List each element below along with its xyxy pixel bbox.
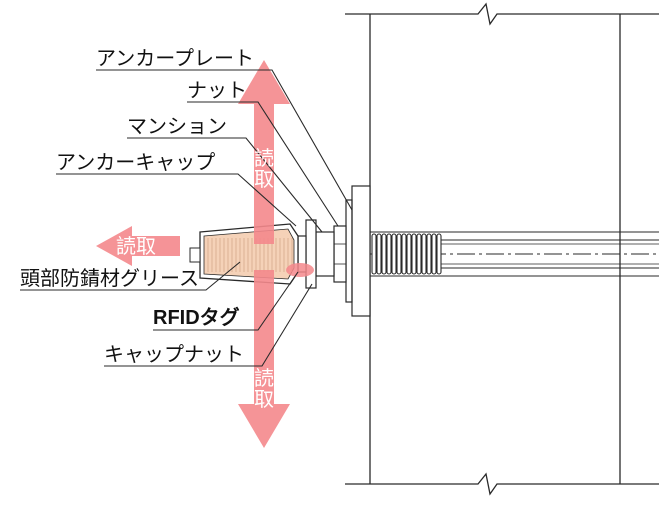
grease-hatch [207,238,293,272]
thread-segment [406,233,412,275]
mansion [315,231,335,277]
leader-lines [20,69,353,367]
thread-segment [401,233,407,275]
anchor-plate-body [351,185,371,317]
read-label-top: 読取 [254,146,274,191]
cap-nut [305,219,317,289]
thread-segment [391,233,397,275]
tendon [370,231,659,277]
label-grease: 頭部防錆材グリース [20,266,199,290]
anchor-cap [189,223,299,285]
leader-nut [187,101,339,227]
label-anchor-cap: アンカーキャップ [56,150,216,174]
thread-segment [386,233,392,275]
arrow-left [96,226,180,266]
thread-segment [396,233,402,275]
label-rfid-tag: RFIDタグ [153,307,240,329]
nut-assembly [297,219,347,289]
thread-segment [381,233,387,275]
thread-segment [426,233,432,275]
leader-cap-nut [104,283,313,367]
thread-segment [371,233,377,275]
leader-anchor-plate [96,69,353,211]
label-nut: ナット [187,78,247,102]
thread-segment [376,233,382,275]
anchor-plate-face [345,199,353,303]
leader-grease [20,261,241,291]
thread-segment [411,233,417,275]
read-arrows [96,60,290,448]
grease-fill [203,228,295,280]
leader-mansion [127,137,323,233]
read-label-left: 読取 [116,234,156,258]
cap-tip [189,247,201,263]
top-break-line [345,2,659,26]
arrow-up [238,60,290,244]
threaded-bolt [371,233,442,275]
leader-rfid [153,271,299,331]
label-cap-nut: キャップナット [104,342,244,366]
rfid-tag [286,263,314,277]
thread-segment [431,233,437,275]
anchor-plate [345,185,371,317]
thread-segment [436,233,442,275]
arrow-down [238,270,290,448]
thread-segment [421,233,427,275]
label-mansion: マンション [127,114,227,138]
leader-anchor-cap [56,173,297,227]
read-label-bottom: 読取 [254,366,274,411]
label-anchor-plate: アンカープレート [96,46,254,70]
bottom-break-line [345,472,659,496]
nut [333,225,347,283]
thread-segment [416,233,422,275]
